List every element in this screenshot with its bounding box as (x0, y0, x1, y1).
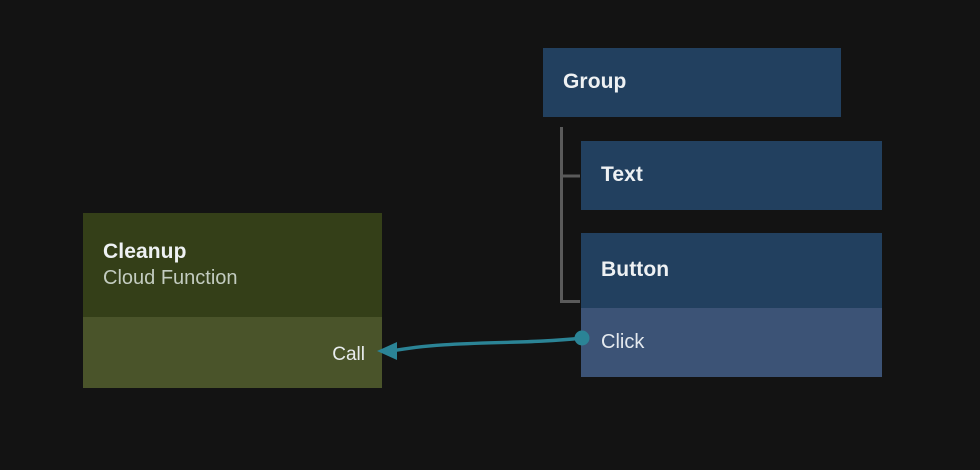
tree-connector (560, 127, 580, 303)
port-call[interactable]: Call (83, 341, 382, 369)
node-cloud-function-body: Call (83, 317, 382, 388)
node-button-header: Button (581, 233, 882, 308)
node-cloud-function[interactable]: Cleanup Cloud Function Call (83, 213, 382, 388)
node-cloud-function-subtitle: Cloud Function (103, 266, 238, 289)
node-text-title: Text (601, 163, 644, 187)
node-cloud-function-title: Cleanup (103, 240, 187, 264)
node-group-title: Group (563, 70, 627, 94)
node-text[interactable]: Text (581, 141, 882, 210)
node-button[interactable]: Button Click (581, 233, 882, 377)
port-call-label: Call (332, 344, 365, 365)
port-click-label: Click (601, 331, 645, 353)
node-button-title: Button (601, 258, 670, 282)
port-click[interactable]: Click (581, 308, 882, 377)
edge-click-to-call[interactable] (377, 330, 590, 361)
edge-click-to-call-path (390, 336, 584, 353)
node-cloud-function-header: Cleanup Cloud Function (83, 213, 382, 317)
node-group[interactable]: Group (543, 48, 841, 117)
